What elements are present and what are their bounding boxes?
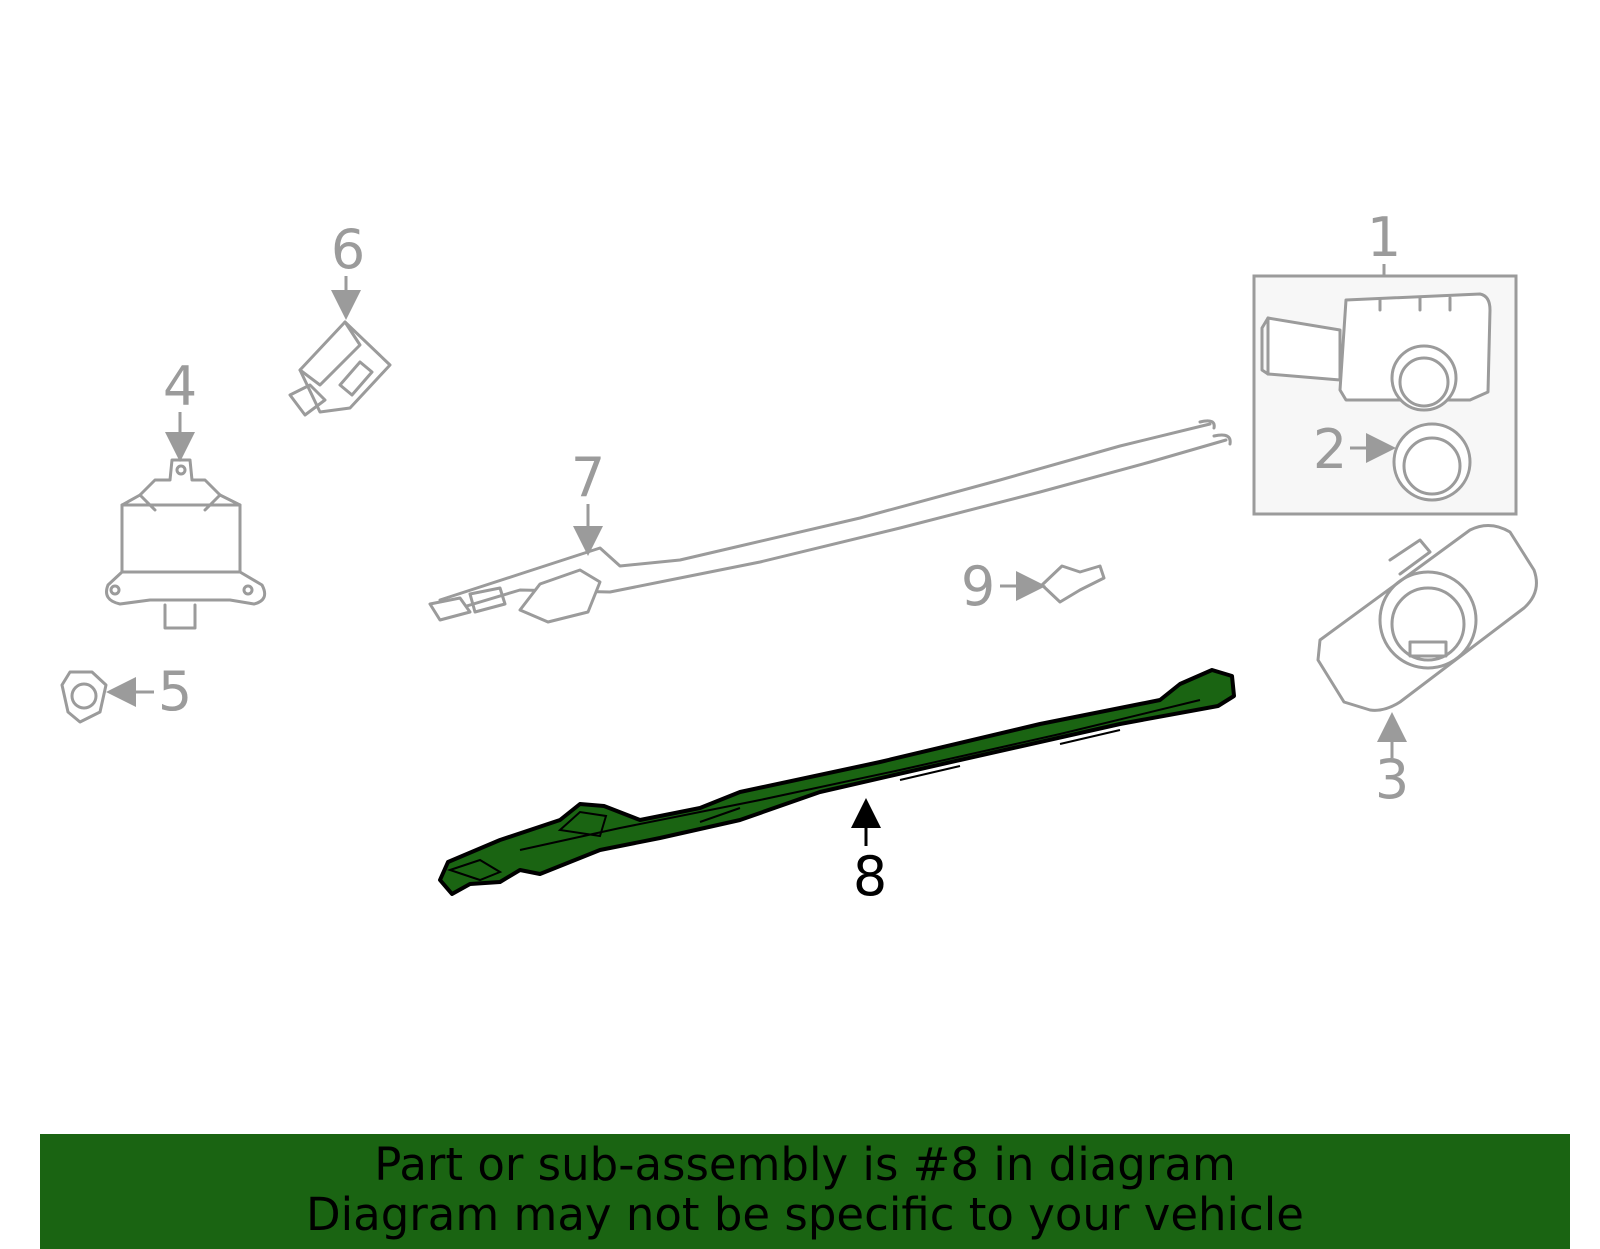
- part-3-bezel[interactable]: [1316, 524, 1538, 712]
- callout-4: 4: [163, 355, 197, 418]
- part-1-sensor-assembly[interactable]: [1260, 292, 1492, 412]
- banner-line-1: Part or sub-assembly is #8 in diagram: [374, 1138, 1236, 1191]
- callout-3: 3: [1375, 748, 1409, 811]
- part-6-sensor[interactable]: [288, 320, 392, 417]
- callout-1: 1: [1367, 206, 1401, 269]
- part-9-clip[interactable]: [1040, 564, 1106, 604]
- part-4-module[interactable]: [105, 458, 267, 630]
- callout-9: 9: [961, 555, 995, 618]
- part-5-nut[interactable]: [60, 670, 108, 724]
- banner-line-2: Diagram may not be specific to your vehi…: [306, 1188, 1304, 1241]
- part-2-ring[interactable]: [1392, 422, 1472, 502]
- callout-6: 6: [331, 218, 365, 281]
- callout-2: 2: [1313, 418, 1347, 481]
- part-8-rail[interactable]: [438, 668, 1236, 896]
- callout-5: 5: [158, 660, 192, 723]
- callout-7: 7: [571, 446, 605, 509]
- info-banner: Part or sub-assembly is #8 in diagram Di…: [40, 1134, 1570, 1249]
- callout-8: 8: [853, 845, 887, 908]
- part-7-cable[interactable]: [428, 419, 1232, 624]
